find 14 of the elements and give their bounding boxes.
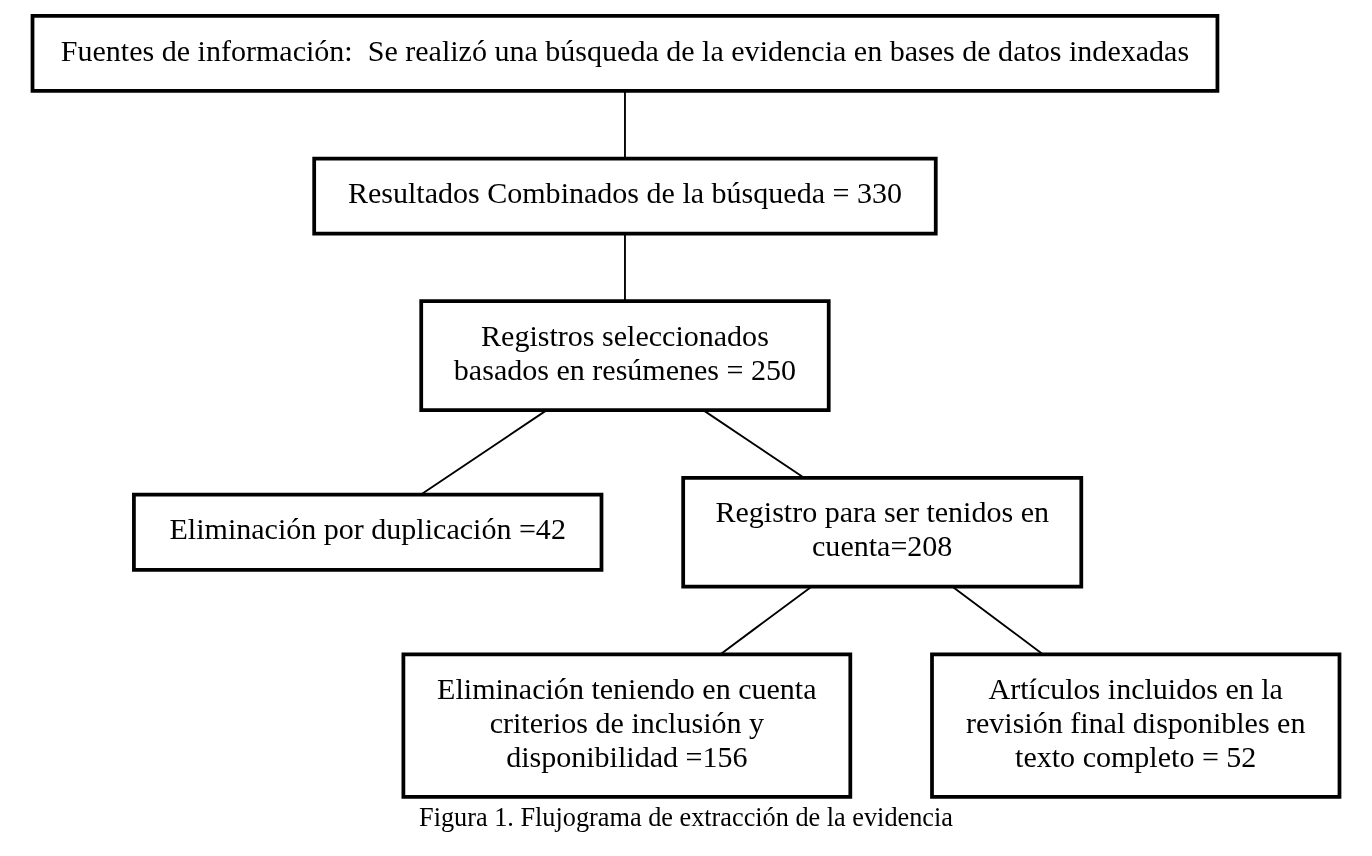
- node-box: Resultados Combinados de la búsqueda = 330: [312, 156, 938, 236]
- connector: [702, 409, 805, 479]
- connector: [420, 409, 548, 496]
- connector: [624, 90, 626, 159]
- caption: Figura 1. Flujograma de extracción de la evidencia: [419, 802, 953, 832]
- node-box: Fuentes de información: Se realizó una búsqueda de la evidencia en bases de datos indexadas: [30, 13, 1220, 93]
- node-box: Registro para ser tenidos en cuenta=208: [681, 475, 1084, 589]
- connector: [624, 233, 626, 302]
- connector: [951, 585, 1044, 656]
- node-box: Eliminación teniendo en cuenta criterios de inclusión y disponibilidad =156: [401, 652, 853, 799]
- connector: [719, 585, 813, 656]
- node-box: Eliminación por duplicación =42: [132, 492, 604, 572]
- node-box: Registros seleccionados basados en resúmenes = 250: [419, 299, 831, 413]
- node-box: Artículos incluidos en la revisión final disponibles en texto completo = 52: [930, 652, 1342, 799]
